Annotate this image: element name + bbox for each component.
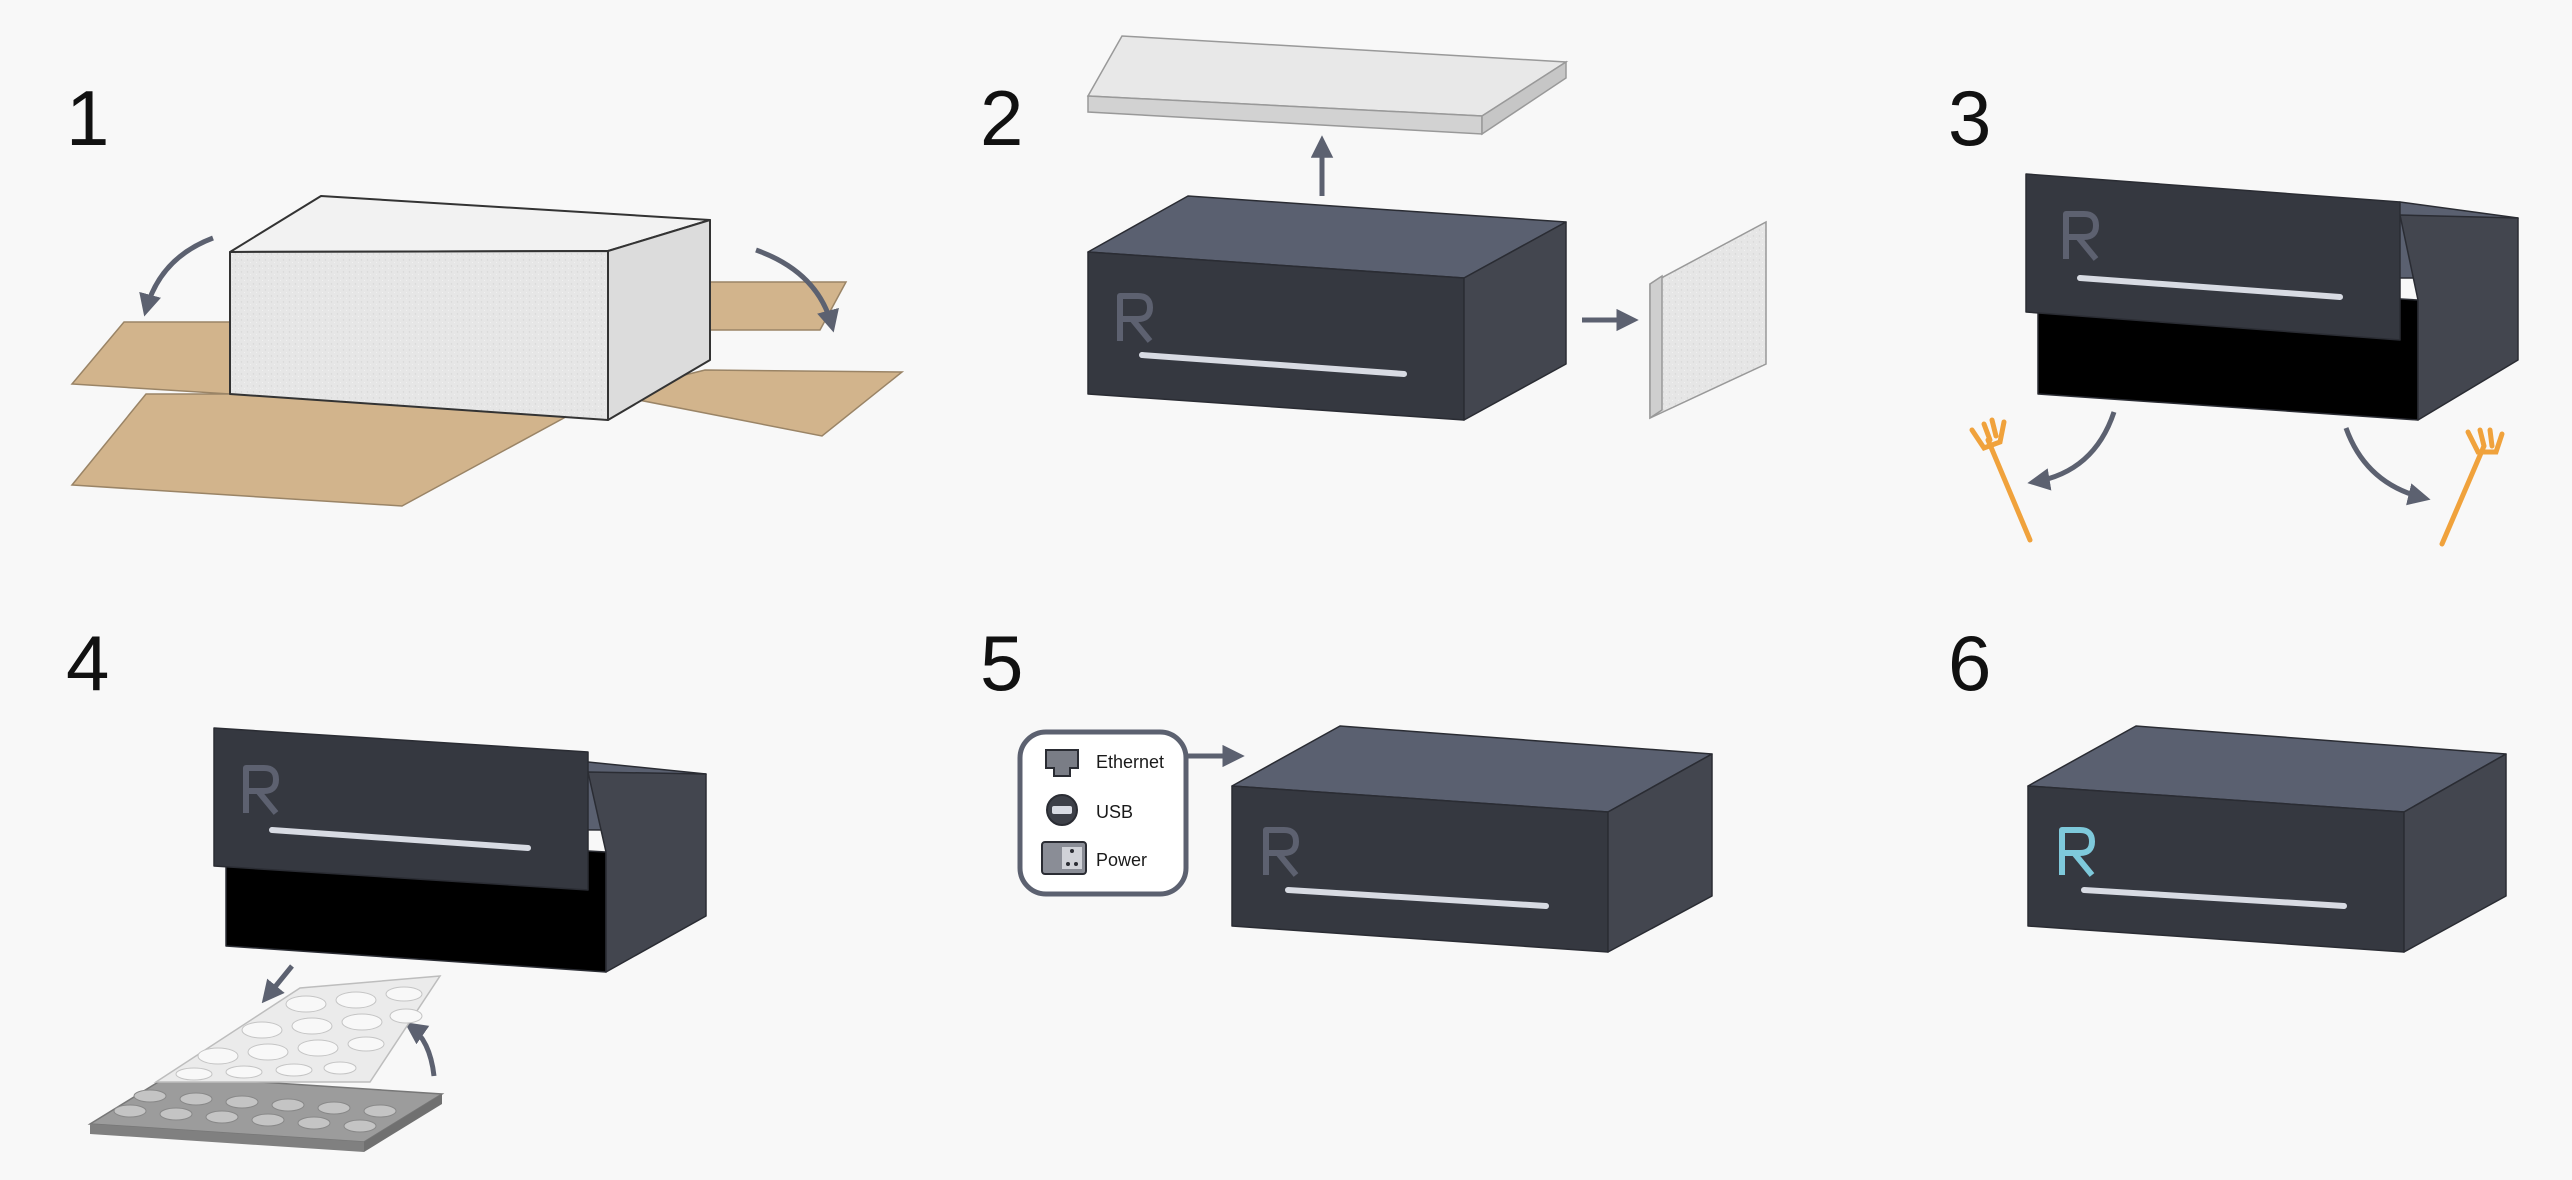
- step-number: 6: [1948, 619, 1991, 707]
- flip-arrow: [404, 1022, 437, 1077]
- remove-arrow: [261, 964, 294, 1004]
- step-number: 2: [980, 74, 1023, 162]
- device: [1231, 725, 1713, 953]
- cable-tie-icon: [2439, 427, 2505, 547]
- step-2: 2: [980, 35, 1767, 421]
- ports-callout: Ethernet USB Power: [1017, 729, 1189, 897]
- tie-arrow-left: [2027, 411, 2117, 491]
- light-bar: [1285, 887, 1549, 909]
- light-bar: [269, 827, 531, 851]
- ethernet-icon: [1045, 749, 1079, 777]
- step-number: 4: [66, 619, 109, 707]
- device: [213, 727, 707, 973]
- step-number: 1: [66, 74, 109, 162]
- device: [2025, 173, 2519, 421]
- step-3: 3: [1948, 74, 2519, 547]
- step-1: 1: [66, 74, 905, 507]
- cable-tie-icon: [1969, 417, 2033, 543]
- step-6: 6: [1948, 619, 2507, 953]
- usb-icon: [1046, 794, 1078, 826]
- foam-lid: [1086, 35, 1569, 136]
- light-bar: [2077, 275, 2343, 300]
- tie-arrow-right: [2343, 427, 2431, 506]
- step-4: 4: [66, 619, 707, 1152]
- step-number: 3: [1948, 74, 1991, 162]
- flap-arrow-right: [755, 247, 839, 333]
- step-5: 5 Ethernet USB Power: [980, 619, 1713, 953]
- light-bar: [1139, 352, 1407, 377]
- step-number: 5: [980, 619, 1023, 707]
- foam-side-panel: [1649, 220, 1767, 420]
- ethernet-label: Ethernet: [1096, 752, 1164, 772]
- foam-block: [229, 195, 711, 421]
- power-label: Power: [1096, 850, 1147, 870]
- cardboard-flaps: [70, 281, 905, 507]
- power-icon: [1041, 841, 1087, 875]
- light-bar: [2081, 887, 2347, 909]
- foam-mesh: [153, 975, 442, 1083]
- usb-label: USB: [1096, 802, 1133, 822]
- device: [1087, 195, 1567, 421]
- device: [2027, 725, 2507, 953]
- flap-arrow-left: [139, 235, 214, 317]
- foam-tray: [87, 1075, 445, 1152]
